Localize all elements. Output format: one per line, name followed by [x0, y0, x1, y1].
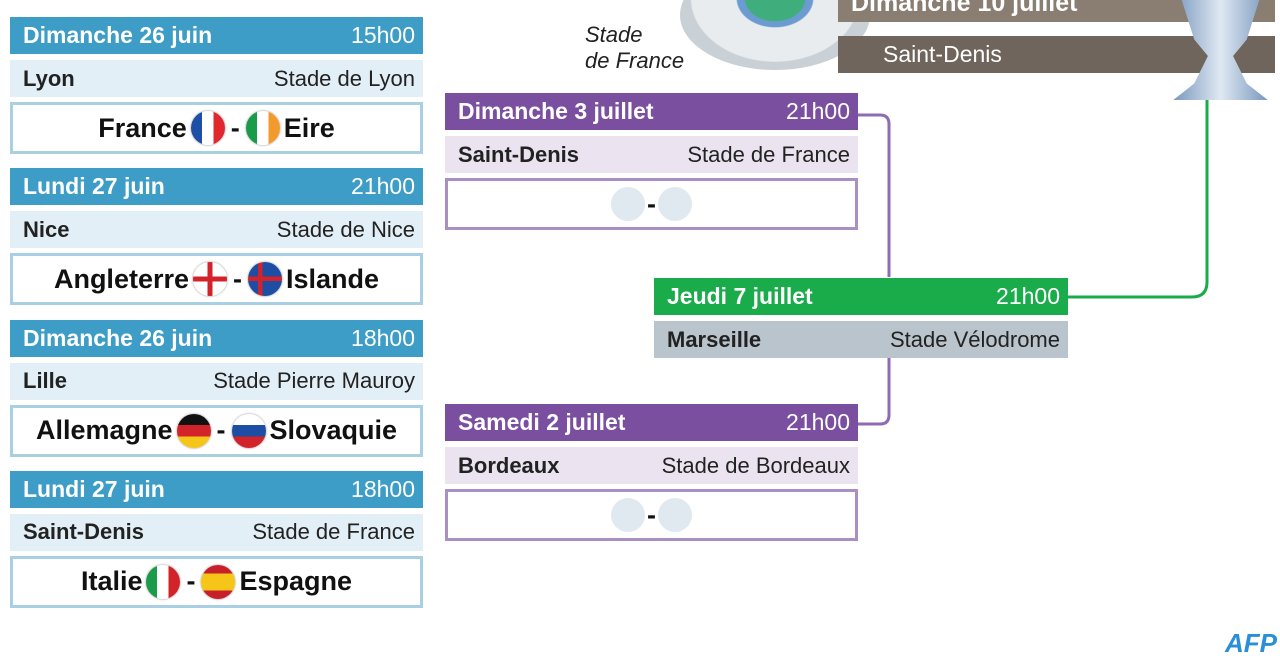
home-team: Angleterre [53, 263, 189, 294]
afp-logo: AFP [1225, 628, 1277, 658]
separator: - [216, 415, 226, 446]
ireland-flag-icon [245, 111, 280, 145]
unknown-team-icon [611, 498, 645, 532]
away-team: Slovaquie [269, 415, 398, 446]
round-of-16-match: Dimanche 26 juin 18h00 Lille Stade Pierre … [10, 319, 423, 457]
home-team: France [98, 112, 187, 143]
match-time: 21h00 [786, 409, 850, 435]
match-stadium: Stade Pierre Mauroy [213, 368, 415, 394]
bracket-connectors [858, 100, 1209, 426]
match-time: 21h00 [786, 98, 850, 124]
match-stadium: Stade de Bordeaux [661, 452, 850, 478]
iceland-flag-icon [248, 262, 282, 297]
semi-time: 21h00 [996, 283, 1060, 309]
separator: - [647, 499, 656, 530]
match-stadium: Stade de Nice [276, 216, 415, 242]
final-venue-bar: Saint-Denis [838, 36, 1275, 73]
match-stadium: Stade de Lyon [273, 65, 415, 91]
match-date: Samedi 2 juillet [458, 409, 626, 435]
match-city: Lille [23, 368, 68, 394]
match-time: 15h00 [351, 22, 415, 48]
match-date: Dimanche 3 juillet [458, 98, 654, 124]
germany-flag-icon [176, 413, 211, 448]
match-stadium: Stade de France [252, 519, 415, 545]
stadium-caption: Stade [585, 22, 643, 47]
separator: - [233, 263, 242, 294]
away-team: Islande [286, 263, 380, 294]
round-of-16-match: Lundi 27 juin 21h00 Nice Stade de Nice Ang… [10, 168, 423, 306]
separator: - [230, 112, 240, 143]
match-city: Bordeaux [458, 452, 560, 478]
semi-final-match: Jeudi 7 juillet 21h00 Marseille Stade Vélo… [654, 278, 1068, 358]
final-date: Dimanche 10 juillet [851, 0, 1078, 17]
semi-date: Jeudi 7 juillet [667, 283, 813, 309]
match-city: Saint-Denis [23, 519, 145, 545]
france-flag-icon [190, 111, 225, 145]
final-date-bar: Dimanche 10 juillet [838, 0, 1275, 22]
unknown-team-icon [611, 187, 645, 221]
england-flag-icon [193, 262, 227, 297]
match-date: Dimanche 26 juin [23, 22, 213, 48]
separator: - [186, 566, 196, 597]
match-date: Lundi 27 juin [23, 475, 165, 502]
away-team: Espagne [239, 566, 353, 597]
match-stadium: Stade de France [687, 141, 850, 167]
round-of-16-match: Lundi 27 juin 18h00 Saint-Denis Stade de F… [10, 470, 423, 608]
match-time: 18h00 [351, 324, 415, 351]
match-city: Lyon [23, 65, 75, 91]
spain-flag-icon [201, 564, 236, 599]
home-team: Italie [80, 566, 143, 597]
final-city: Saint-Denis [883, 41, 1002, 67]
semi-city: Marseille [667, 326, 762, 352]
separator: - [647, 188, 656, 219]
match-date: Dimanche 26 juin [23, 324, 213, 351]
quarter-final-match: Dimanche 3 juillet 21h00 Saint-Denis Stade… [445, 93, 858, 230]
match-time: 21h00 [351, 173, 415, 200]
match-date: Lundi 27 juin [23, 173, 165, 200]
match-city: Nice [23, 216, 70, 242]
slovakia-flag-icon [231, 413, 266, 448]
match-time: 18h00 [351, 475, 415, 502]
unknown-team-icon [658, 187, 692, 221]
stadium-caption-2: de France [585, 48, 685, 73]
unknown-team-icon [658, 498, 692, 532]
italy-flag-icon [146, 564, 181, 599]
match-city: Saint-Denis [458, 141, 580, 167]
away-team: Eire [283, 112, 335, 143]
quarter-final-match: Samedi 2 juillet 21h00 Bordeaux Stade de B… [445, 404, 858, 541]
semi-stadium: Stade Vélodrome [890, 326, 1060, 352]
home-team: Allemagne [35, 415, 173, 446]
